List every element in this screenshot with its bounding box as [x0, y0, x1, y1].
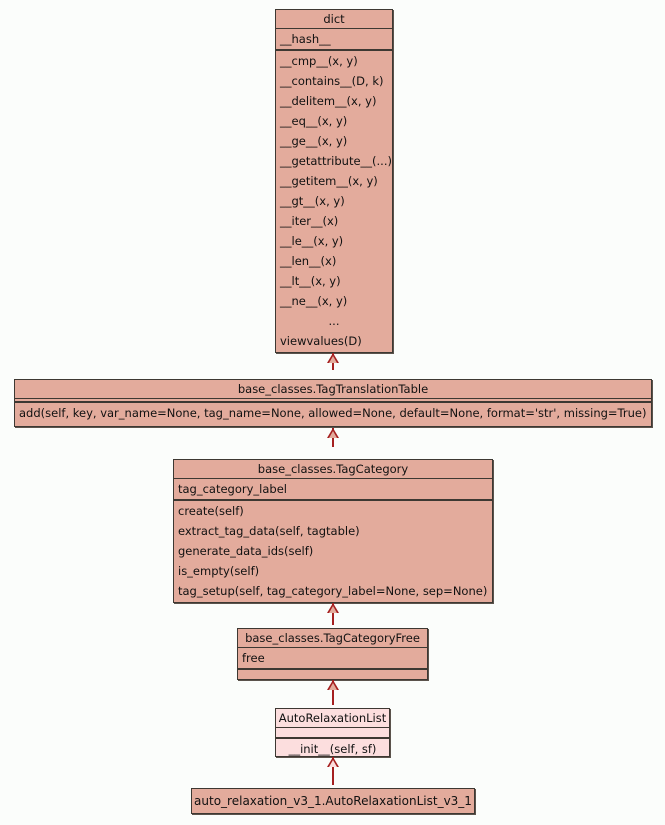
- class-name-tagtranslationtable: base_classes.TagTranslationTable: [15, 380, 651, 399]
- class-operations-tagcategoryfree: [238, 670, 427, 679]
- operation-row: create(self): [178, 504, 244, 518]
- operation-row: is_empty(self): [178, 564, 260, 578]
- operation-row: add(self, key, var_name=None, tag_name=N…: [19, 406, 647, 420]
- operation-row: __ne__(x, y): [280, 294, 348, 308]
- generalization-arrowhead-autorelaxationlist: [327, 757, 339, 767]
- operation-row: extract_tag_data(self, tagtable): [178, 524, 360, 538]
- generalization-arrowhead-tagtranslationtable: [327, 428, 339, 438]
- operation-row: __iter__(x): [280, 214, 339, 228]
- class-node-autorelaxationlist[interactable]: AutoRelaxationList __init__(self, sf): [275, 708, 390, 757]
- class-node-tagtranslationtable[interactable]: base_classes.TagTranslationTable add(sel…: [14, 379, 652, 427]
- generalization-line-autorelaxationlist-to-tagcategoryfree: [332, 680, 334, 705]
- operation-row: __getitem__(x, y): [280, 174, 378, 188]
- attribute-row: tag_category_label: [178, 482, 287, 496]
- operation-row: __eq__(x, y): [280, 114, 348, 128]
- generalization-line-tagcategoryfree-to-tagcategory: [332, 603, 334, 625]
- class-operations-tagcategory: create(self) extract_tag_data(self, tagt…: [174, 501, 492, 601]
- operation-row: __gt__(x, y): [280, 194, 345, 208]
- operation-row-empty: [238, 670, 427, 679]
- operation-row: tag_setup(self, tag_category_label=None,…: [178, 584, 488, 598]
- class-attributes-tagcategoryfree: free: [238, 648, 427, 670]
- attribute-row: free: [242, 651, 265, 665]
- operation-row: __lt__(x, y): [280, 274, 341, 288]
- class-name-tagcategoryfree: base_classes.TagCategoryFree: [238, 629, 427, 648]
- operation-row: __le__(x, y): [280, 234, 344, 248]
- class-name-dict: dict: [276, 10, 392, 29]
- class-operations-dict: __cmp__(x, y) __contains__(D, k) __delit…: [276, 51, 392, 351]
- attribute-row: __hash__: [280, 32, 331, 46]
- generalization-arrowhead-tagcategoryfree: [327, 680, 339, 690]
- operation-row: __delitem__(x, y): [280, 94, 377, 108]
- class-node-tagcategoryfree[interactable]: base_classes.TagCategoryFree free: [237, 628, 428, 680]
- attribute-row-empty: [276, 728, 389, 737]
- generalization-line-autorelaxationlistv31-to-autorelaxationlist: [332, 757, 334, 785]
- operation-row: viewvalues(D): [280, 334, 362, 348]
- class-operations-tagtranslationtable: add(self, key, var_name=None, tag_name=N…: [15, 403, 651, 423]
- generalization-arrowhead-tagcategory: [327, 603, 339, 613]
- class-attributes-tagtranslationtable: [15, 399, 651, 403]
- operation-row: __contains__(D, k): [280, 74, 384, 88]
- class-attributes-dict: __hash__: [276, 29, 392, 51]
- class-name-tagcategory: base_classes.TagCategory: [174, 460, 492, 479]
- operation-row: __cmp__(x, y): [280, 54, 358, 68]
- class-node-tagcategory[interactable]: base_classes.TagCategory tag_category_la…: [173, 459, 493, 603]
- operation-row: __getattribute__(...): [280, 154, 392, 168]
- operation-row: __len__(x): [280, 254, 337, 268]
- class-name-autorelaxationlist: AutoRelaxationList: [276, 709, 389, 728]
- class-attributes-tagcategory: tag_category_label: [174, 479, 492, 501]
- class-attributes-autorelaxationlist: [276, 728, 389, 739]
- operation-row: __ge__(x, y): [280, 134, 348, 148]
- operation-row: __init__(self, sf): [288, 742, 377, 756]
- class-operations-autorelaxationlist: __init__(self, sf): [276, 739, 389, 759]
- class-node-dict[interactable]: dict __hash__ __cmp__(x, y) __contains__…: [275, 9, 393, 353]
- operation-row: generate_data_ids(self): [178, 544, 314, 558]
- class-name-autorelaxationlist-v3-1: auto_relaxation_v3_1.AutoRelaxationList_…: [194, 794, 472, 808]
- operation-row-ellipsis: ...: [328, 314, 340, 328]
- generalization-arrowhead-dict: [327, 353, 339, 363]
- class-node-autorelaxationlist-v3-1[interactable]: auto_relaxation_v3_1.AutoRelaxationList_…: [191, 788, 475, 814]
